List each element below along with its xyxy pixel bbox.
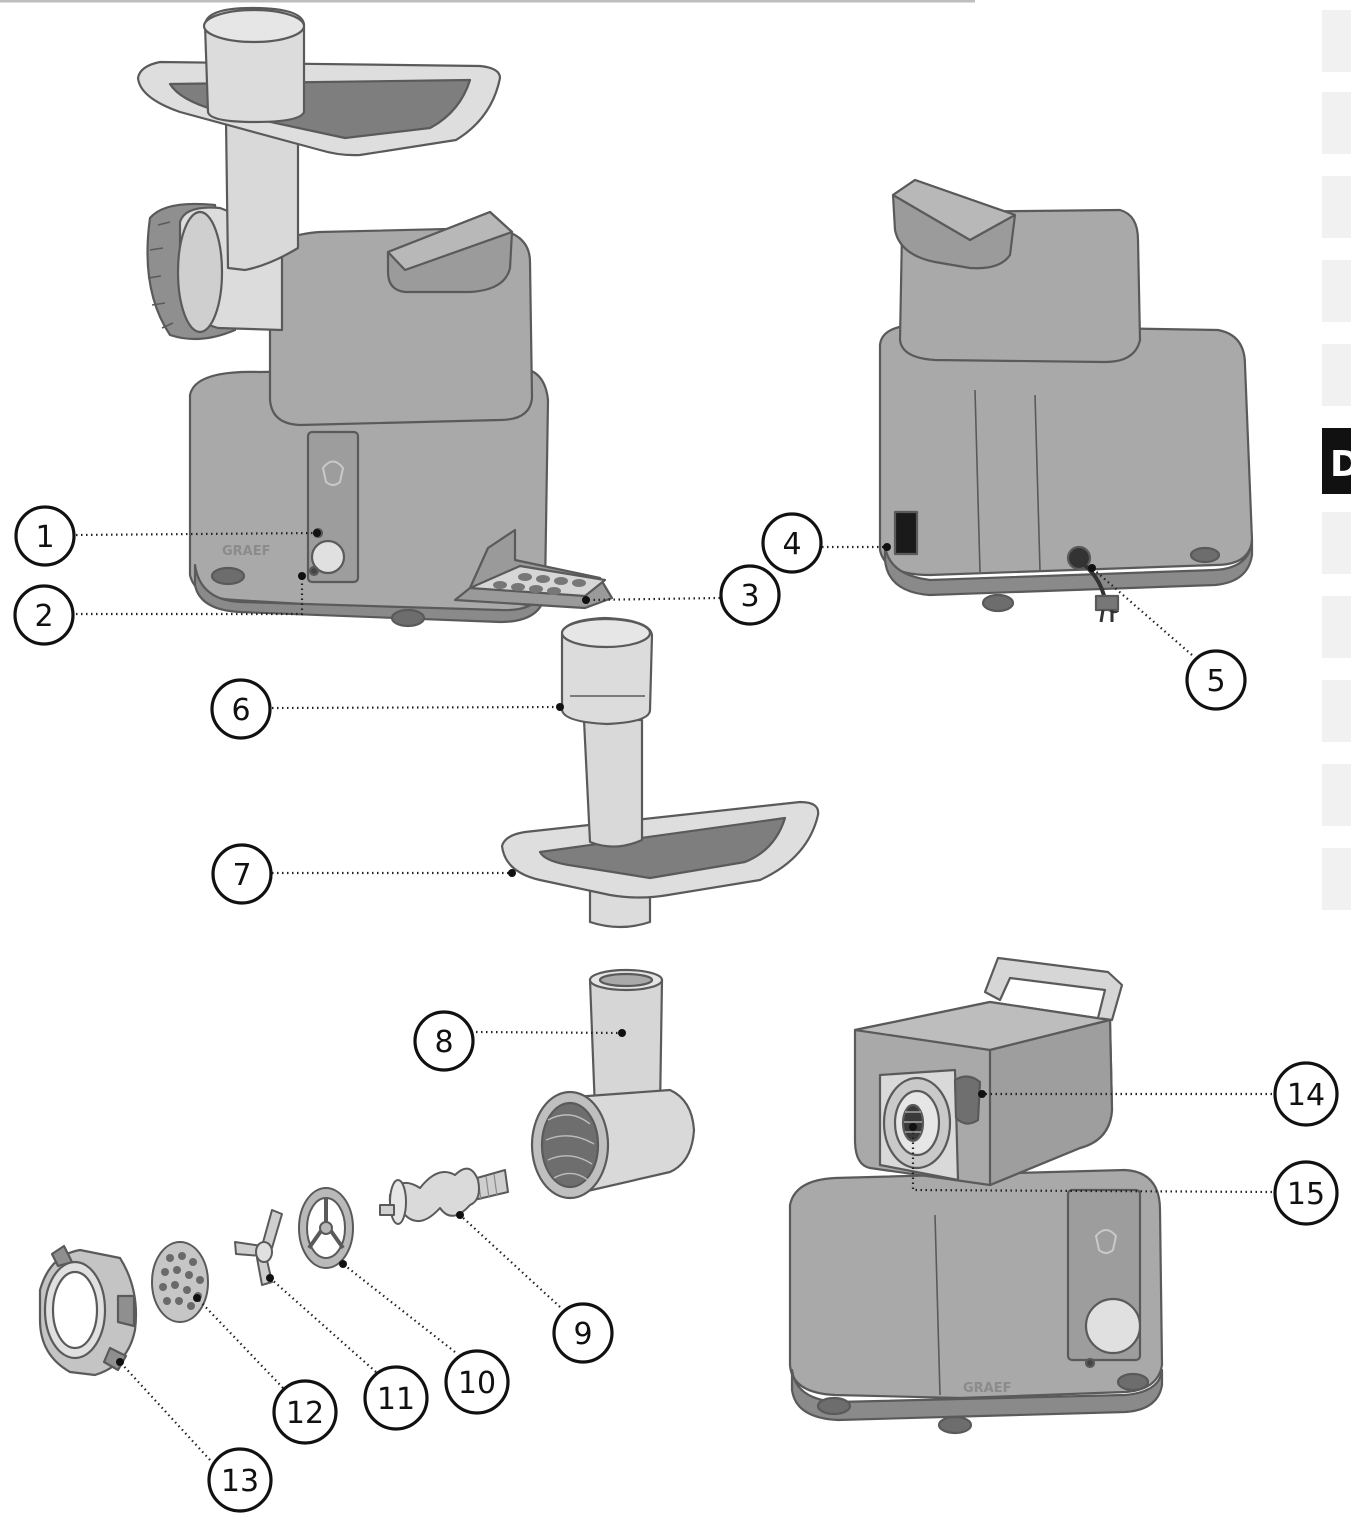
feed-screw	[379, 1167, 509, 1225]
language-tab-strip: D	[1322, 10, 1351, 910]
leader-13	[119, 1361, 211, 1461]
leader-12	[196, 1297, 284, 1389]
callout-1-label: 1	[35, 520, 54, 555]
leader-2	[76, 576, 304, 616]
callout-15: 15	[1273, 1160, 1339, 1226]
leader-9	[459, 1214, 561, 1308]
callout-13: 13	[207, 1447, 273, 1513]
callout-8: 8	[413, 1010, 475, 1072]
callout-5: 5	[1185, 649, 1247, 711]
language-tab-placeholder[interactable]	[1322, 512, 1351, 574]
leader-1	[75, 531, 318, 537]
cross-knife	[234, 1209, 283, 1286]
leader-6	[271, 705, 561, 710]
grinder-assembled-front: GRAEF	[136, 6, 614, 628]
callout-7: 7	[211, 843, 273, 905]
leader-15	[911, 1127, 1273, 1194]
language-tab-active[interactable]: D	[1322, 428, 1351, 494]
leader-10	[342, 1263, 456, 1353]
language-tab-placeholder[interactable]	[1322, 92, 1351, 154]
callout-9: 9	[552, 1302, 614, 1364]
callout-11-label: 11	[377, 1382, 415, 1417]
tray-and-pusher	[500, 616, 820, 929]
callout-9-label: 9	[573, 1317, 592, 1352]
callout-12: 12	[272, 1379, 338, 1445]
callout-14-label: 14	[1287, 1078, 1325, 1113]
callout-12-label: 12	[286, 1396, 324, 1431]
callout-3: 3	[719, 564, 781, 626]
callout-1: 1	[14, 505, 76, 567]
screw-ring	[38, 1244, 138, 1377]
grinding-head	[530, 968, 696, 1200]
callout-4: 4	[761, 512, 823, 574]
callout-10-label: 10	[458, 1366, 496, 1401]
grinder-rear-view	[878, 178, 1254, 623]
leader-5	[1091, 567, 1193, 656]
callout-3-label: 3	[740, 579, 759, 614]
callout-13-label: 13	[221, 1464, 259, 1499]
language-tab-placeholder[interactable]	[1322, 680, 1351, 742]
callout-8-label: 8	[434, 1025, 453, 1060]
leader-11	[269, 1277, 377, 1373]
language-tab-placeholder[interactable]	[1322, 596, 1351, 658]
callout-15-label: 15	[1287, 1177, 1325, 1212]
callout-2-label: 2	[34, 599, 53, 634]
brand-label-front: GRAEF	[222, 544, 271, 559]
callout-2: 2	[13, 584, 75, 646]
callout-14: 14	[1273, 1061, 1339, 1127]
language-tab-placeholder[interactable]	[1322, 848, 1351, 910]
brand-label-rear: GRAEF	[963, 1381, 1012, 1396]
callout-6-label: 6	[231, 693, 250, 728]
callout-6: 6	[210, 678, 272, 740]
leader-endpoints	[116, 529, 1096, 1366]
language-tab-placeholder[interactable]	[1322, 344, 1351, 406]
callout-7-label: 7	[232, 858, 251, 893]
language-tab-placeholder[interactable]	[1322, 10, 1351, 72]
language-tab-placeholder[interactable]	[1322, 764, 1351, 826]
callout-10: 10	[444, 1349, 510, 1415]
language-tab-active-label: D	[1330, 444, 1351, 485]
callout-5-label: 5	[1206, 664, 1225, 699]
perforated-disc	[151, 1241, 209, 1323]
cutting-disc-ring	[298, 1187, 354, 1269]
leader-lines	[75, 531, 1273, 1461]
grinder-front-open-view: GRAEF	[788, 956, 1164, 1435]
callout-11: 11	[363, 1365, 429, 1431]
callout-4-label: 4	[782, 527, 801, 562]
language-tab-placeholder[interactable]	[1322, 260, 1351, 322]
language-tab-placeholder[interactable]	[1322, 176, 1351, 238]
